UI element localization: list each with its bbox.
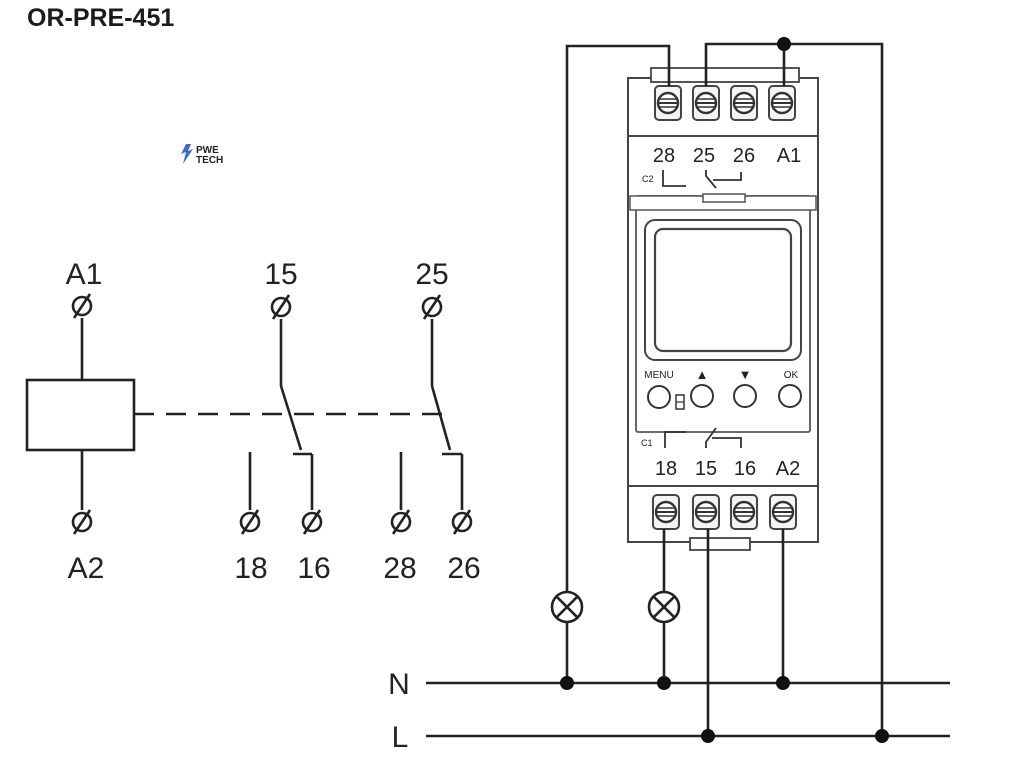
coil-bottom-label: A2	[68, 552, 105, 585]
contact2-nc-terminal-icon	[390, 508, 412, 536]
page-title: OR-PRE-451	[27, 4, 175, 32]
bottom-terminal-label: A2	[776, 458, 800, 480]
screw-a2-icon	[768, 493, 798, 531]
menu-button[interactable]	[647, 385, 671, 409]
screw-15-icon	[691, 493, 721, 531]
contact2-no-terminal-icon	[451, 508, 473, 536]
pwe-tech-logo: PWE TECH	[181, 144, 223, 166]
contact2-switch-arm	[430, 385, 452, 451]
screw-28-icon	[653, 84, 683, 122]
coil-top-terminal-icon	[71, 292, 93, 320]
up-button-label: ▲	[696, 367, 709, 382]
screw-18-icon	[651, 493, 681, 531]
top-terminal-label: A1	[777, 145, 801, 167]
contact1-switch-arm	[279, 385, 303, 451]
screw-a1-icon	[767, 84, 797, 122]
ok-button[interactable]	[778, 384, 802, 408]
top-terminal-label: 26	[733, 145, 755, 167]
contact1-common-label: 15	[264, 258, 297, 291]
logo-line2: TECH	[196, 155, 223, 166]
c1-label: C1	[641, 438, 653, 448]
relay-schematic: A1 A2 15 18 16 25 28 26	[25, 258, 481, 585]
relay-coil	[25, 378, 136, 452]
bottom-terminal-label: 18	[655, 458, 677, 480]
contact1-common-terminal-icon	[270, 293, 292, 321]
contact1-nc-label: 18	[234, 552, 267, 585]
screw-26-icon	[729, 84, 759, 122]
junction-dots	[560, 37, 889, 743]
menu-button-label: MENU	[644, 370, 673, 381]
top-terminal-label: 28	[653, 145, 675, 167]
bottom-terminal-label: 16	[734, 458, 756, 480]
contact2-no-label: 26	[447, 552, 480, 585]
down-button[interactable]	[733, 384, 757, 408]
live-label: L	[392, 721, 409, 754]
lamp-1-icon	[550, 590, 584, 624]
screw-16-icon	[729, 493, 759, 531]
lcd-display	[653, 227, 793, 353]
neutral-label: N	[388, 668, 410, 701]
lamp-2-icon	[647, 590, 681, 624]
coil-top-label: A1	[66, 258, 103, 291]
c1-contact-icon	[664, 427, 742, 448]
up-button[interactable]	[690, 384, 714, 408]
top-terminal-label: 25	[693, 145, 715, 167]
coil-bottom-terminal-icon	[71, 508, 93, 536]
contact2-nc-label: 28	[383, 552, 416, 585]
bottom-terminal-label: 15	[695, 458, 717, 480]
down-button-label: ▼	[739, 367, 752, 382]
contact1-nc-terminal-icon	[239, 508, 261, 536]
c2-label: C2	[642, 174, 654, 184]
wiring	[426, 42, 950, 738]
contact1-no-terminal-icon	[301, 508, 323, 536]
contact2-common-label: 25	[415, 258, 448, 291]
logo-line1: PWE	[196, 145, 219, 156]
screw-25-icon	[691, 84, 721, 122]
c2-contact-icon	[662, 170, 742, 189]
relay-device: 28 25 26 A1 C2 MENU ▲ ▼ OK C1 18 15	[627, 67, 819, 551]
contact2-common-terminal-icon	[421, 293, 443, 321]
ok-button-label: OK	[784, 370, 799, 381]
bolt-icon	[181, 144, 193, 164]
contact1-no-label: 16	[297, 552, 330, 585]
